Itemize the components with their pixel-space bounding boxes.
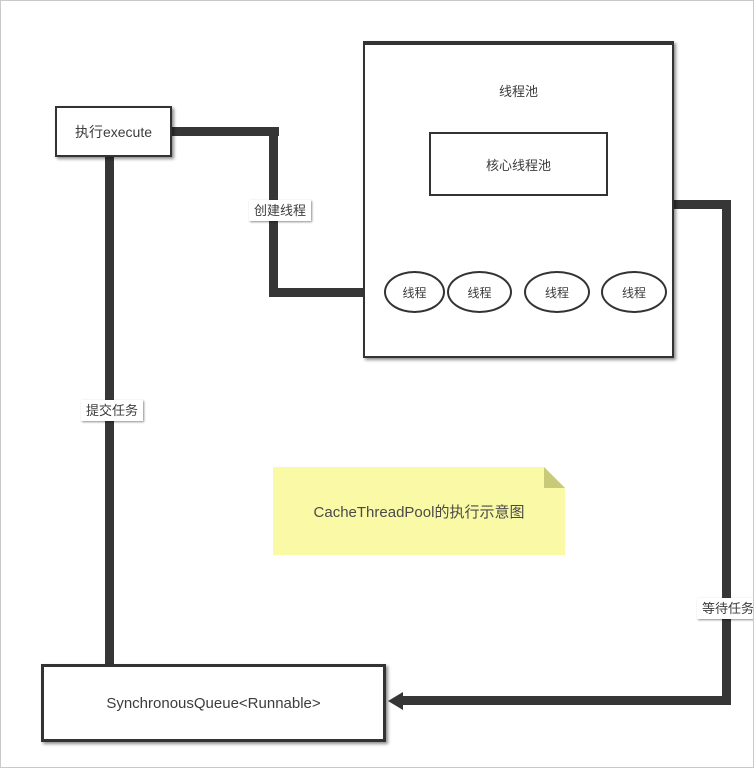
edge-label-create-thread: 创建线程	[249, 200, 312, 221]
sync-queue-box: SynchronousQueue<Runnable>	[41, 664, 386, 742]
thread-label: 线程	[544, 285, 569, 300]
connector-create-thread-h2	[269, 288, 371, 297]
sync-queue-label: SynchronousQueue<Runnable>	[106, 694, 321, 712]
thread-ellipse: 线程	[447, 271, 512, 313]
sticky-note: CacheThreadPool的执行示意图	[273, 467, 565, 555]
thread-label: 线程	[402, 285, 427, 300]
thread-pool-title: 线程池	[498, 84, 538, 99]
thread-ellipse: 线程	[601, 271, 667, 313]
arrowhead-into-queue-icon	[388, 692, 403, 710]
connector-wait-task-h2	[401, 696, 731, 705]
connector-create-thread-h1	[169, 127, 279, 136]
edge-label-submit-task: 提交任务	[81, 400, 144, 421]
connector-wait-task-h1	[672, 200, 731, 209]
sticky-note-fold-icon	[544, 467, 565, 488]
execute-box: 执行execute	[55, 106, 172, 157]
thread-label: 线程	[621, 285, 646, 300]
thread-ellipse: 线程	[384, 271, 445, 313]
thread-label: 线程	[467, 285, 492, 300]
edge-label-wait-task: 等待任务	[697, 598, 753, 619]
core-pool-label: 核心线程池	[485, 157, 551, 173]
execute-box-label: 执行execute	[74, 123, 153, 140]
connector-wait-task-v	[722, 200, 731, 705]
core-pool-box: 核心线程池	[429, 132, 608, 196]
thread-ellipse: 线程	[524, 271, 590, 313]
sticky-note-text: CacheThreadPool的执行示意图	[313, 503, 525, 521]
